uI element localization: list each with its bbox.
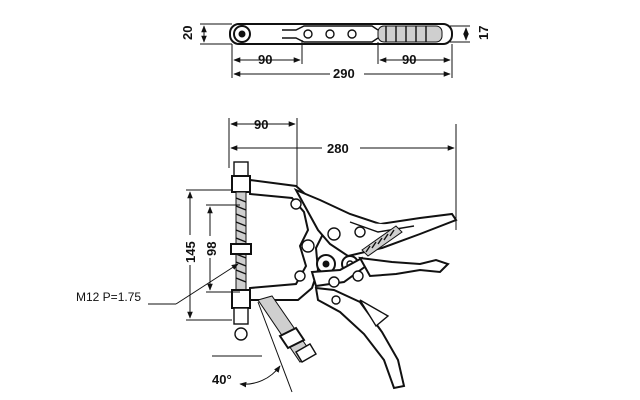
lower-handle bbox=[314, 256, 450, 390]
side-view-jaw-width-label: 90 bbox=[254, 117, 268, 132]
top-view-overall-label: 290 bbox=[333, 66, 355, 81]
side-view-overall-label: 280 bbox=[327, 141, 349, 156]
thread-callout-label: M12 P=1.75 bbox=[76, 290, 141, 304]
side-view: 90 280 bbox=[76, 117, 458, 393]
angle-label: 40° bbox=[212, 372, 232, 387]
toggle-mechanism bbox=[310, 225, 403, 288]
swivel-pad-screw bbox=[257, 295, 317, 363]
top-view-left-segment-label: 90 bbox=[258, 52, 272, 67]
top-view-height-right-label: 17 bbox=[476, 26, 491, 40]
side-view-height-outer-label: 145 bbox=[183, 241, 198, 263]
side-view-height-inner-label: 98 bbox=[204, 242, 219, 256]
upper-handle bbox=[293, 187, 458, 258]
top-view: 20 17 90 90 290 bbox=[180, 23, 491, 81]
clamp-screw bbox=[230, 161, 252, 341]
top-view-height-left-label: 20 bbox=[180, 26, 195, 40]
top-view-tool-body bbox=[229, 23, 453, 45]
top-view-right-segment-label: 90 bbox=[402, 52, 416, 67]
